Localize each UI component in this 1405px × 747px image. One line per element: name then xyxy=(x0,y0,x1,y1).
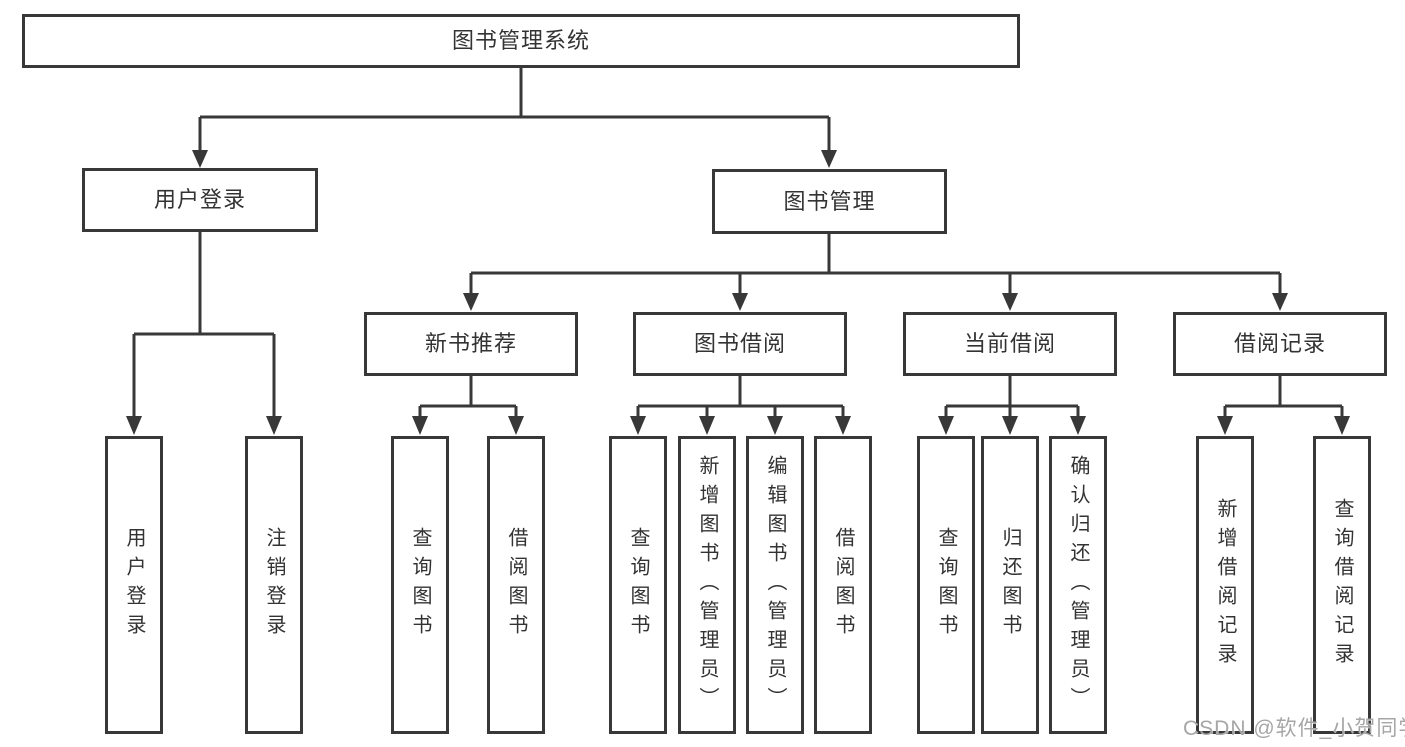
leaf-logout: 注销登录 xyxy=(245,436,303,734)
node-book-management: 图书管理 xyxy=(712,169,947,234)
arrowhead xyxy=(1334,416,1350,435)
csdn-watermark: CSDN @软件_小贺同学 xyxy=(1183,717,1405,740)
leaf-add-book-admin: 新增图书（管理员） xyxy=(678,436,736,734)
node-borrowing-records: 借阅记录 xyxy=(1173,312,1387,376)
arrowhead xyxy=(1070,416,1086,435)
leaf-query-borrow-record: 查询借阅记录 xyxy=(1313,436,1371,734)
arrowhead xyxy=(732,293,748,311)
connector-current-borrow-group xyxy=(944,376,1080,417)
arrowhead xyxy=(463,293,479,311)
connector-book-management-to-level3 xyxy=(469,234,1282,294)
arrowhead xyxy=(1002,416,1018,435)
arrowhead xyxy=(1002,293,1018,311)
arrowhead xyxy=(126,416,142,435)
leaf-query-books-current: 查询图书 xyxy=(917,436,975,734)
arrowhead xyxy=(266,416,282,435)
connector-borrow-record-group xyxy=(1223,376,1344,417)
arrowhead xyxy=(630,416,646,435)
leaf-return-books: 归还图书 xyxy=(981,436,1039,734)
connector-book-borrow-group xyxy=(636,376,845,417)
leaf-confirm-return-admin: 确认归还（管理员） xyxy=(1049,436,1107,734)
leaf-query-books-borrow: 查询图书 xyxy=(609,436,667,734)
arrowhead xyxy=(821,150,837,168)
connector-new-book-group xyxy=(418,376,518,417)
node-current-borrowing: 当前借阅 xyxy=(903,312,1117,376)
arrowhead xyxy=(1217,416,1233,435)
leaf-add-borrow-record: 新增借阅记录 xyxy=(1196,436,1254,734)
arrowhead xyxy=(1272,293,1288,311)
node-user-login: 用户登录 xyxy=(82,168,318,232)
arrowhead xyxy=(192,150,208,168)
arrowhead xyxy=(699,416,715,435)
leaf-user-login: 用户登录 xyxy=(105,436,163,734)
leaf-borrow-books: 借阅图书 xyxy=(814,436,872,734)
arrowhead xyxy=(508,416,524,435)
arrowhead xyxy=(938,416,954,435)
node-new-book-recommend: 新书推荐 xyxy=(364,312,578,376)
connector-root-to-level2 xyxy=(198,68,831,151)
leaf-query-books-recommend: 查询图书 xyxy=(391,436,449,734)
leaf-edit-book-admin: 编辑图书（管理员） xyxy=(746,436,804,734)
connector-user-login-group xyxy=(132,232,276,417)
arrowhead xyxy=(767,416,783,435)
arrowhead xyxy=(835,416,851,435)
leaf-borrow-books-recommend: 借阅图书 xyxy=(487,436,545,734)
arrowhead xyxy=(412,416,428,435)
node-book-borrowing: 图书借阅 xyxy=(633,312,847,376)
node-library-management-system: 图书管理系统 xyxy=(22,14,1020,68)
